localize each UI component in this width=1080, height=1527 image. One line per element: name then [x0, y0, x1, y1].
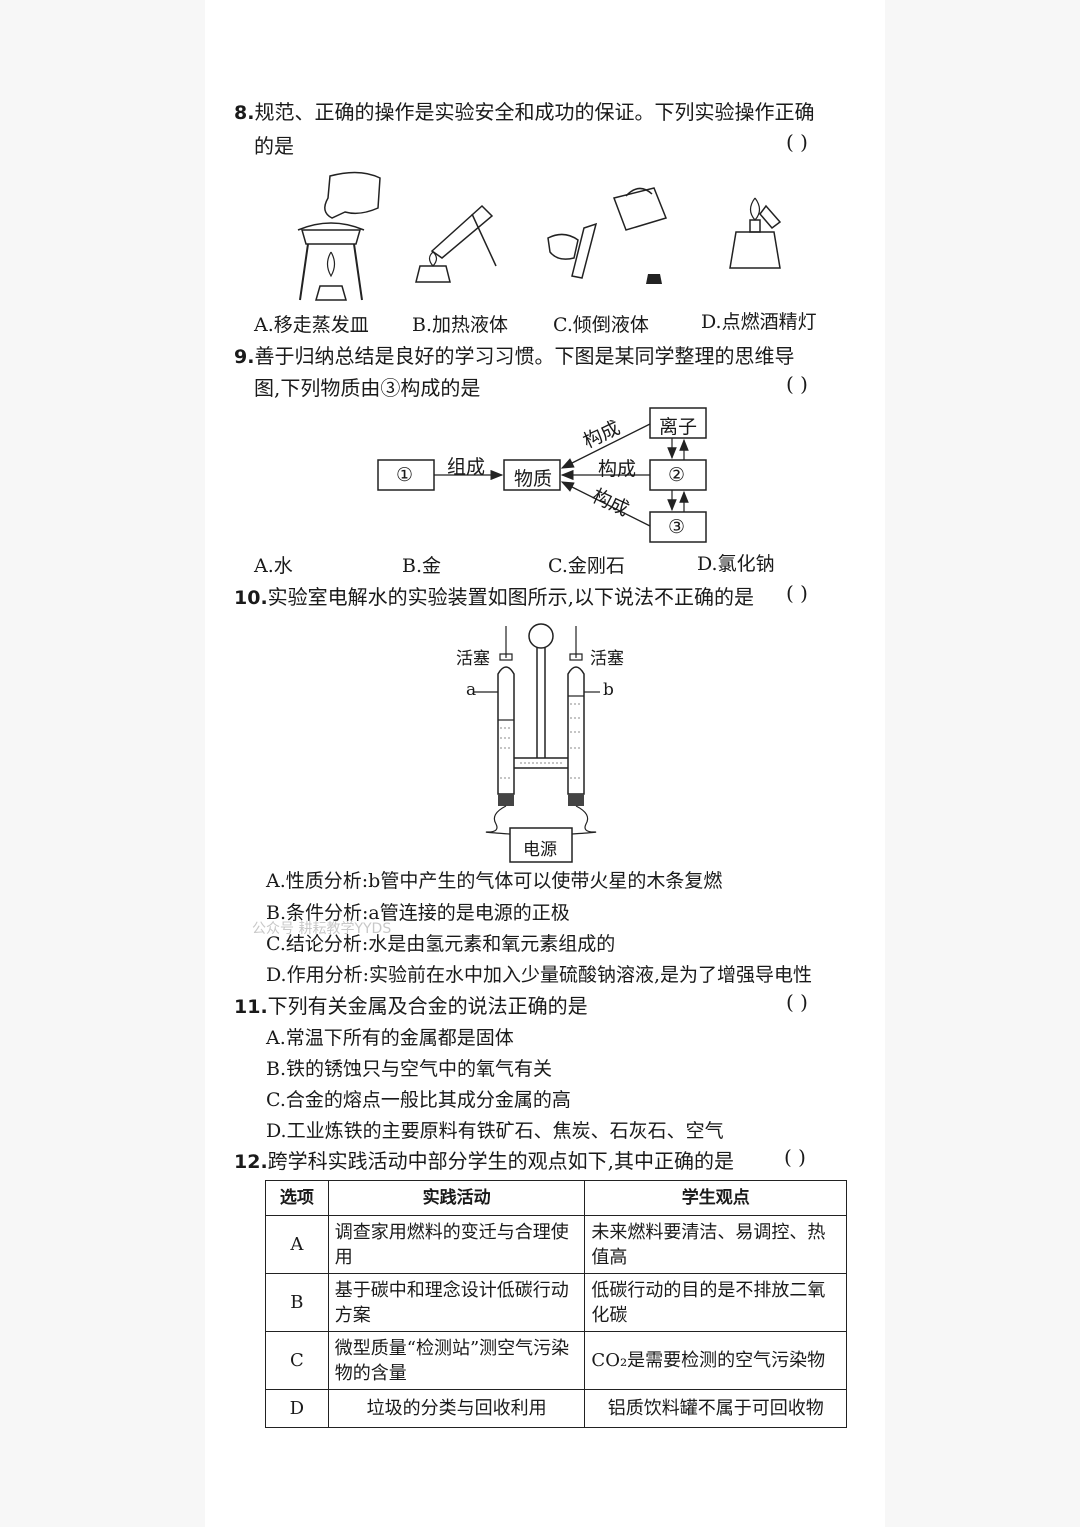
- q9-option-b[interactable]: B.金: [402, 555, 442, 577]
- q9-box-2: ②: [668, 464, 686, 486]
- q10-line1: 实验室电解水的实验装置如图所示,以下说法不正确的是: [267, 585, 755, 609]
- row-view: 低碳行动的目的是不排放二氧化碳: [584, 1273, 847, 1332]
- q8-pour-liquid-figure: [547, 187, 668, 284]
- q8-alcohol-lamp-figure: [729, 197, 782, 269]
- row-view: CO₂是需要检测的空气污染物: [584, 1331, 847, 1390]
- q8-option-d[interactable]: D.点燃酒精灯: [701, 311, 817, 333]
- table-row[interactable]: A 调查家用燃料的变迁与合理使用 未来燃料要清洁、易调控、热值高: [265, 1215, 847, 1274]
- q11-option-c[interactable]: C.合金的熔点一般比其成分金属的高: [266, 1089, 571, 1111]
- row-view: 铝质饮料罐不属于可回收物: [584, 1389, 847, 1428]
- q12-line1: 跨学科实践活动中部分学生的观点如下,其中正确的是: [267, 1149, 735, 1173]
- q8-option-a[interactable]: A.移走蒸发皿: [254, 314, 369, 336]
- q9-stem: 9.善于归纳总结是良好的学习习惯。下图是某同学整理的思维导: [234, 340, 794, 374]
- q8-stem: 8.规范、正确的操作是实验安全和成功的保证。下列实验操作正确: [234, 96, 814, 130]
- q10-label-a: a: [466, 680, 477, 700]
- table-row[interactable]: D 垃圾的分类与回收利用 铝质饮料罐不属于可回收物: [265, 1389, 847, 1428]
- q9-line1: 善于归纳总结是良好的学习习惯。下图是某同学整理的思维导: [254, 344, 795, 368]
- q8-heat-liquid-figure: [415, 204, 497, 283]
- row-activity: 垃圾的分类与回收利用: [327, 1389, 586, 1428]
- q10-number: 10.: [234, 587, 268, 609]
- row-activity: 调查家用燃料的变迁与合理使用: [327, 1215, 586, 1274]
- row-option: D: [265, 1389, 329, 1428]
- q12-answer-paren: ( ): [784, 1145, 806, 1169]
- q12-number: 12.: [234, 1151, 268, 1173]
- row-activity: 基于碳中和理念设计低碳行动方案: [327, 1273, 586, 1332]
- q9-box-substance: 物质: [514, 468, 553, 490]
- q8-line2: 的是: [254, 134, 294, 158]
- q9-answer-paren: ( ): [786, 372, 808, 396]
- q9-box-3: ③: [668, 516, 686, 538]
- row-view: 未来燃料要清洁、易调控、热值高: [584, 1215, 847, 1274]
- table-row[interactable]: C 微型质量“检测站”测空气污染物的含量 CO₂是需要检测的空气污染物: [265, 1331, 847, 1390]
- q10-label-b: b: [603, 680, 614, 700]
- q11-number: 11.: [234, 996, 268, 1018]
- q9-box-ion: 离子: [659, 416, 698, 438]
- header-option: 选项: [265, 1180, 329, 1216]
- q9-option-d[interactable]: D.氯化钠: [697, 553, 775, 575]
- q9-option-a[interactable]: A.水: [254, 555, 293, 577]
- q9-mind-map-diagram: [377, 407, 707, 543]
- q9-option-c[interactable]: C.金刚石: [548, 555, 625, 577]
- row-option: A: [265, 1215, 329, 1274]
- q10-option-c[interactable]: C.结论分析:水是由氢元素和氧元素组成的: [266, 933, 616, 955]
- header-view: 学生观点: [584, 1180, 847, 1216]
- watermark-text: 公众号 耕耘教学YYDS: [252, 921, 392, 937]
- header-activity: 实践活动: [327, 1180, 586, 1216]
- q10-electrolysis-apparatus: [474, 623, 600, 863]
- q12-options-table: 选项 实践活动 学生观点 A 调查家用燃料的变迁与合理使用 未来燃料要清洁、易调…: [265, 1180, 847, 1428]
- q10-stopcock-left: 活塞: [456, 649, 490, 669]
- q11-line1: 下列有关金属及合金的说法正确的是: [267, 994, 588, 1018]
- q10-stopcock-right: 活塞: [590, 649, 624, 669]
- row-option: C: [265, 1331, 329, 1390]
- q10-answer-paren: ( ): [786, 581, 808, 605]
- q11-option-d[interactable]: D.工业炼铁的主要原料有铁矿石、焦炭、石灰石、空气: [266, 1120, 724, 1142]
- q8-option-b[interactable]: B.加热液体: [412, 314, 509, 336]
- q10-power-supply: 电源: [523, 840, 557, 860]
- q10-stem: 10.实验室电解水的实验装置如图所示,以下说法不正确的是: [234, 581, 754, 615]
- q9-label-build-2: 构成: [598, 458, 637, 480]
- q12-stem: 12.跨学科实践活动中部分学生的观点如下,其中正确的是: [234, 1145, 734, 1179]
- q8-number: 8.: [234, 102, 255, 124]
- q9-label-compose: 组成: [447, 456, 486, 478]
- q9-number: 9.: [234, 346, 255, 368]
- q8-option-c[interactable]: C.倾倒液体: [553, 314, 649, 336]
- table-header-row: 选项 实践活动 学生观点: [265, 1180, 847, 1216]
- q8-line1: 规范、正确的操作是实验安全和成功的保证。下列实验操作正确: [254, 100, 815, 124]
- q11-option-a[interactable]: A.常温下所有的金属都是固体: [266, 1027, 514, 1049]
- q9-box-1: ①: [396, 464, 414, 486]
- q8-answer-paren: ( ): [786, 130, 808, 154]
- q11-option-b[interactable]: B.铁的锈蚀只与空气中的氧气有关: [266, 1058, 553, 1080]
- row-option: B: [265, 1273, 329, 1332]
- q10-option-a[interactable]: A.性质分析:b管中产生的气体可以使带火星的木条复燃: [266, 870, 723, 892]
- q9-line2: 图,下列物质由③构成的是: [254, 376, 481, 400]
- q10-option-d[interactable]: D.作用分析:实验前在水中加入少量硫酸钠溶液,是为了增强导电性: [266, 964, 813, 986]
- q10-option-b[interactable]: B.条件分析:a管连接的是电源的正极: [266, 902, 570, 924]
- table-row[interactable]: B 基于碳中和理念设计低碳行动方案 低碳行动的目的是不排放二氧化碳: [265, 1273, 847, 1332]
- row-activity: 微型质量“检测站”测空气污染物的含量: [327, 1331, 586, 1390]
- q11-stem: 11.下列有关金属及合金的说法正确的是: [234, 990, 588, 1024]
- q8-evaporating-dish-figure: [297, 171, 381, 301]
- q11-answer-paren: ( ): [786, 990, 808, 1014]
